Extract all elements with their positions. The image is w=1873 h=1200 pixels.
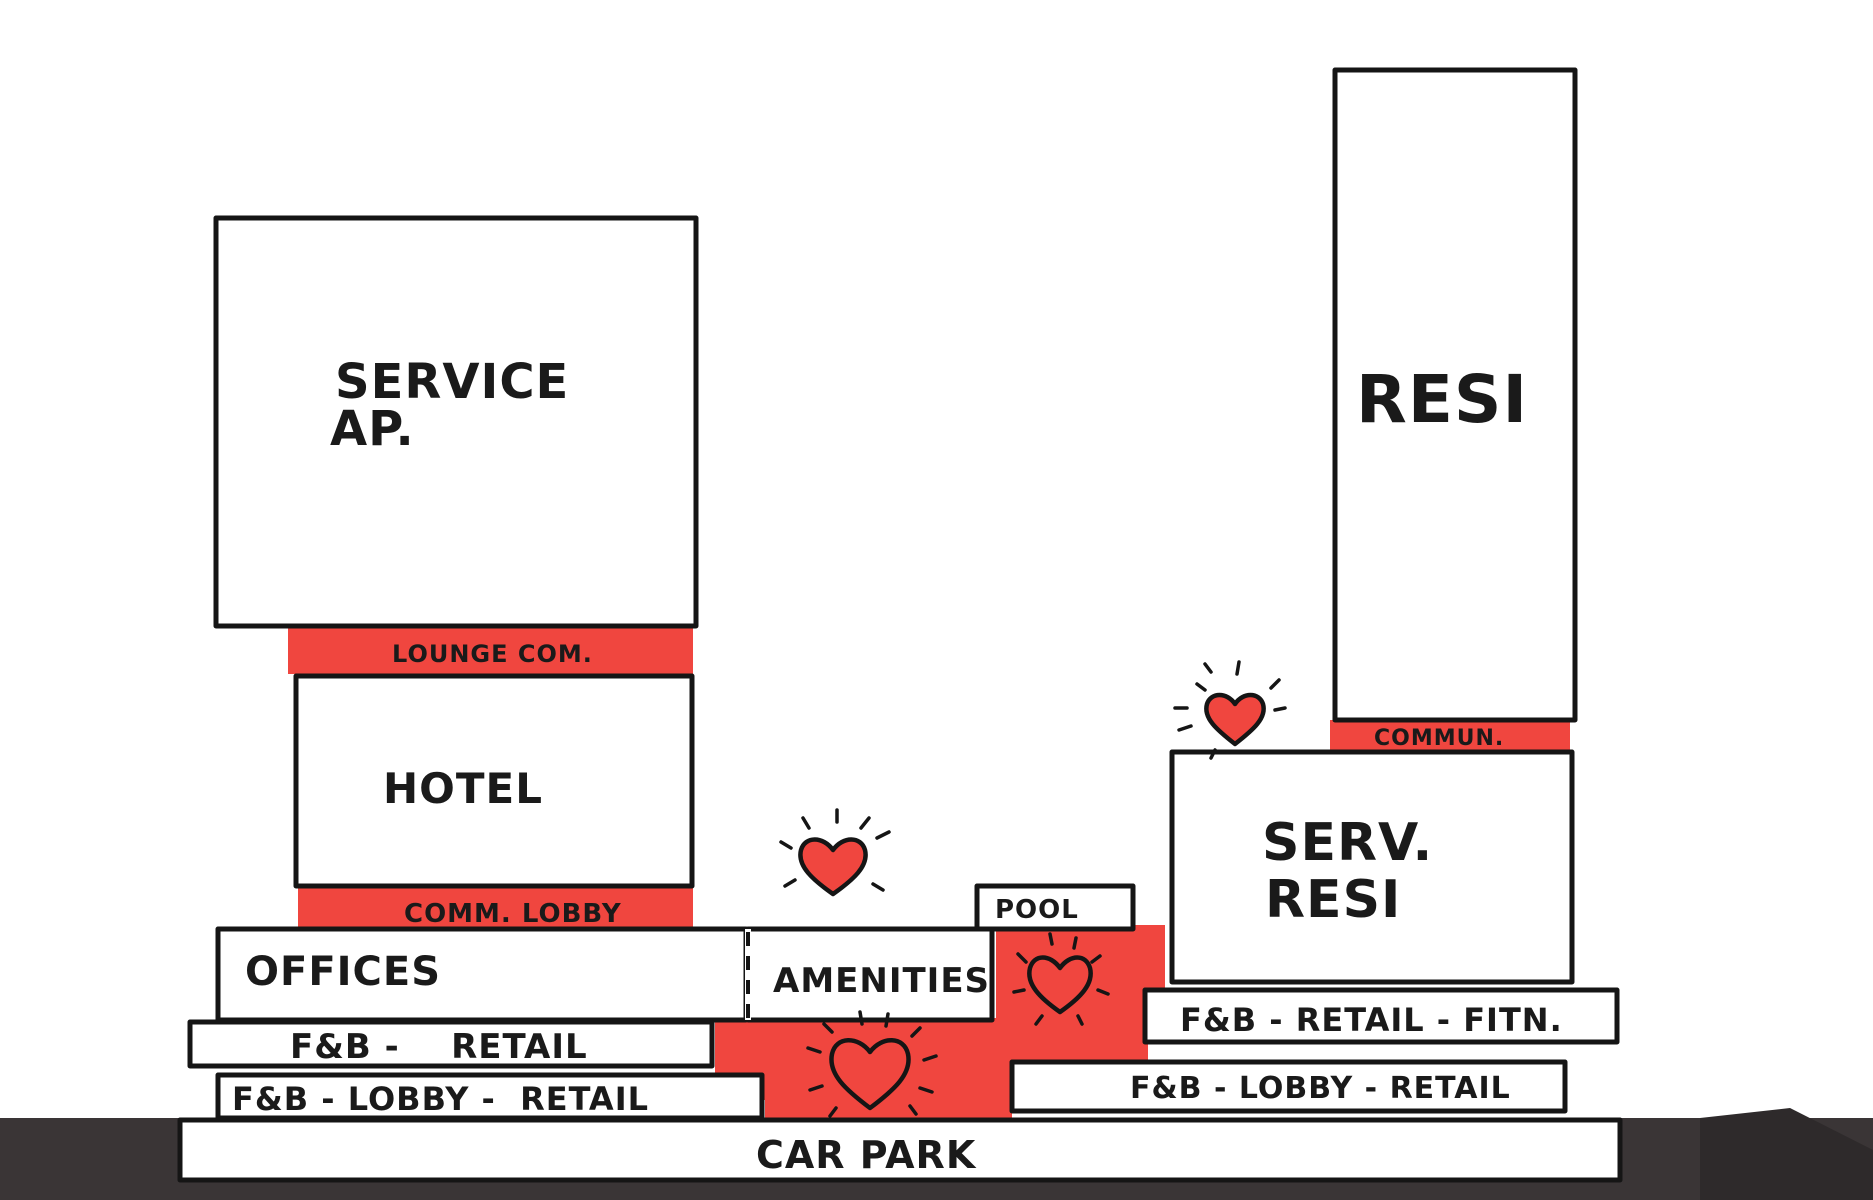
service-ap-label-line2: AP.	[330, 401, 415, 457]
heart-icon	[806, 1010, 938, 1118]
heart-icon	[1012, 932, 1110, 1026]
resi-tower-block: RESI	[1332, 67, 1578, 723]
fb-lobby-retail-left-label: F&B - LOBBY - RETAIL	[232, 1080, 649, 1118]
fb-lobby-retail-right-block: F&B - LOBBY - RETAIL	[1009, 1059, 1568, 1114]
fb-lobby-retail-right-label: F&B - LOBBY - RETAIL	[1130, 1071, 1511, 1106]
serv-resi-label-line1: SERV.	[1262, 813, 1433, 873]
serv-resi-block: SERV. RESI	[1169, 749, 1575, 985]
fb-retail-block: F&B - RETAIL	[187, 1019, 715, 1069]
commun-label: COMMUN.	[1374, 726, 1504, 751]
resi-label: RESI	[1356, 361, 1528, 438]
lounge-com-band	[288, 628, 693, 674]
offices-block: OFFICES	[215, 926, 749, 1023]
comm-lobby-band	[298, 885, 693, 929]
hotel-label: HOTEL	[383, 764, 543, 813]
fb-retail-fitn-block: F&B - RETAIL - FITN.	[1142, 987, 1620, 1045]
amenities-label: AMENITIES	[773, 961, 990, 1001]
pool-block: POOL	[974, 883, 1136, 932]
commun-band	[1330, 720, 1570, 750]
fb-lobby-retail-left-block: F&B - LOBBY - RETAIL	[215, 1072, 765, 1121]
central-community-zone	[715, 925, 1165, 1125]
community-zones	[288, 628, 1570, 1125]
heart-icon	[779, 808, 891, 897]
heart-icon	[1173, 660, 1287, 760]
service-ap-block: SERVICE AP.	[213, 215, 699, 629]
fb-retail-label: F&B - RETAIL	[290, 1027, 588, 1067]
lounge-com-label: LOUNGE COM.	[392, 640, 593, 668]
car-park-block: CAR PARK	[177, 1117, 1623, 1183]
amenities-block: AMENITIES	[745, 926, 995, 1023]
comm-lobby-label: COMM. LOBBY	[404, 899, 622, 929]
offices-label: OFFICES	[245, 949, 441, 995]
hotel-block: HOTEL	[293, 673, 695, 889]
car-park-label: CAR PARK	[756, 1133, 977, 1177]
pool-label: POOL	[995, 895, 1079, 925]
fb-retail-fitn-label: F&B - RETAIL - FITN.	[1180, 1001, 1563, 1039]
service-ap-label-line1: SERVICE	[335, 354, 569, 410]
serv-resi-label-line2: RESI	[1265, 870, 1401, 930]
